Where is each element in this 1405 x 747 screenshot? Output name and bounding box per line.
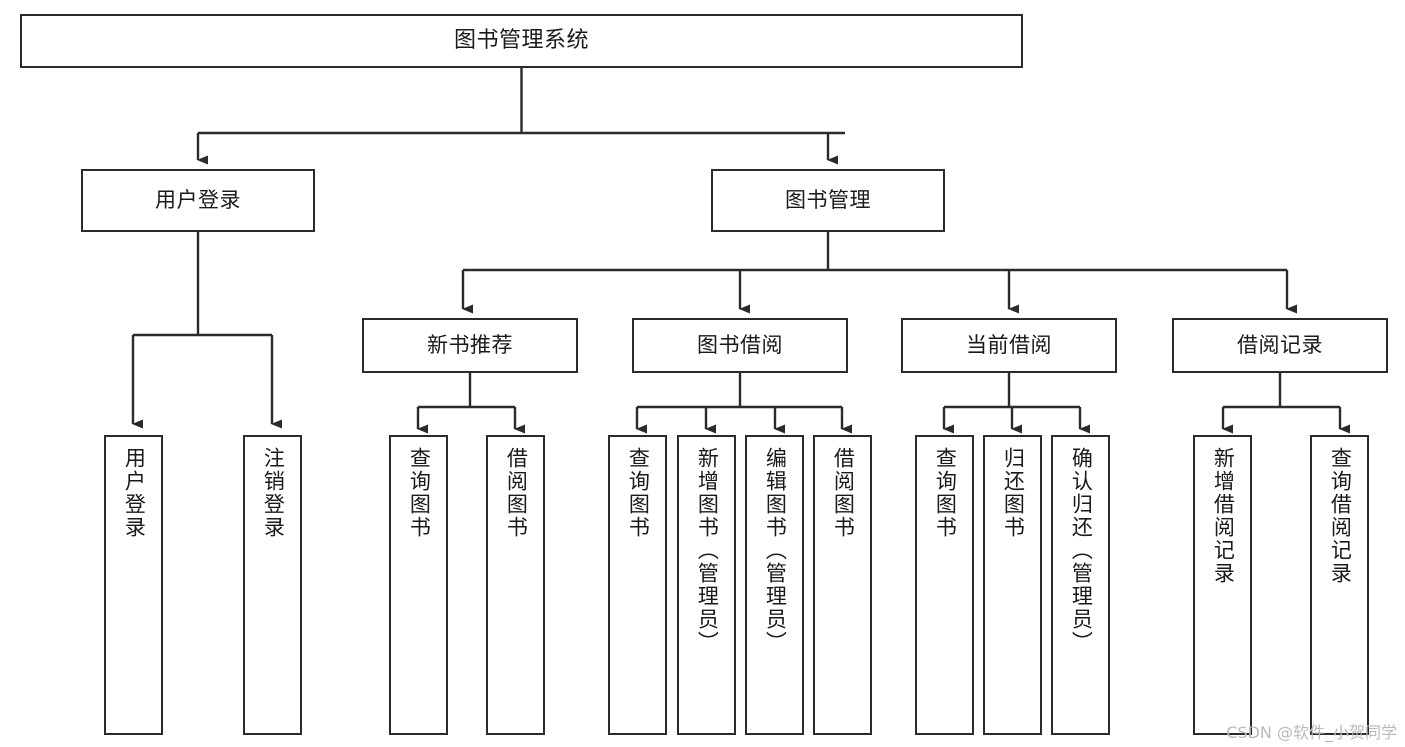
node-new-book-recommend[interactable]: 新书推荐 <box>362 318 578 373</box>
node-leaf-cb-query-book-label: 查询图书 <box>933 447 958 539</box>
node-leaf-logout-label: 注销登录 <box>261 447 286 539</box>
node-leaf-br-query-record-label: 查询借阅记录 <box>1328 447 1353 585</box>
node-leaf-cb-confirm-return[interactable]: 确认归还（管理员） <box>1051 435 1110 735</box>
node-leaf-user-login-label: 用户登录 <box>122 447 147 539</box>
node-leaf-bb-borrow-book[interactable]: 借阅图书 <box>813 435 872 735</box>
node-leaf-nb-query-book-label: 查询图书 <box>407 447 432 539</box>
node-leaf-nb-borrow-book-label: 借阅图书 <box>504 447 529 539</box>
node-leaf-br-query-record[interactable]: 查询借阅记录 <box>1310 435 1369 735</box>
node-leaf-cb-query-book[interactable]: 查询图书 <box>915 435 974 735</box>
node-root-system-label: 图书管理系统 <box>453 27 589 53</box>
node-book-management[interactable]: 图书管理 <box>711 169 945 232</box>
node-borrow-record[interactable]: 借阅记录 <box>1172 318 1388 373</box>
node-user-login-label: 用户登录 <box>155 187 241 212</box>
node-leaf-nb-borrow-book[interactable]: 借阅图书 <box>486 435 545 735</box>
node-new-book-recommend-label: 新书推荐 <box>427 332 513 357</box>
node-leaf-bb-add-book-label: 新增图书（管理员） <box>695 447 720 654</box>
node-leaf-bb-query-book[interactable]: 查询图书 <box>608 435 667 735</box>
csdn-watermark: CSDN @软件_小贺同学 <box>1226 723 1397 742</box>
node-leaf-user-login[interactable]: 用户登录 <box>104 435 163 735</box>
node-leaf-cb-return-book-label: 归还图书 <box>1001 447 1026 539</box>
node-borrow-record-label: 借阅记录 <box>1237 332 1323 357</box>
node-current-borrow[interactable]: 当前借阅 <box>901 318 1117 373</box>
node-leaf-bb-query-book-label: 查询图书 <box>626 447 651 539</box>
node-leaf-cb-confirm-return-label: 确认归还（管理员） <box>1069 447 1094 654</box>
node-book-borrow[interactable]: 图书借阅 <box>632 318 848 373</box>
node-leaf-br-add-record[interactable]: 新增借阅记录 <box>1193 435 1252 735</box>
node-leaf-bb-edit-book-label: 编辑图书（管理员） <box>763 447 788 654</box>
node-root-system[interactable]: 图书管理系统 <box>20 14 1023 68</box>
node-user-login[interactable]: 用户登录 <box>81 169 315 232</box>
node-leaf-cb-return-book[interactable]: 归还图书 <box>983 435 1042 735</box>
node-leaf-br-add-record-label: 新增借阅记录 <box>1211 447 1236 585</box>
node-leaf-bb-borrow-book-label: 借阅图书 <box>831 447 856 539</box>
node-leaf-logout[interactable]: 注销登录 <box>243 435 302 735</box>
node-book-management-label: 图书管理 <box>785 187 871 212</box>
node-leaf-bb-edit-book[interactable]: 编辑图书（管理员） <box>745 435 804 735</box>
node-leaf-bb-add-book[interactable]: 新增图书（管理员） <box>677 435 736 735</box>
node-current-borrow-label: 当前借阅 <box>966 332 1052 357</box>
node-leaf-nb-query-book[interactable]: 查询图书 <box>389 435 448 735</box>
node-book-borrow-label: 图书借阅 <box>697 332 783 357</box>
